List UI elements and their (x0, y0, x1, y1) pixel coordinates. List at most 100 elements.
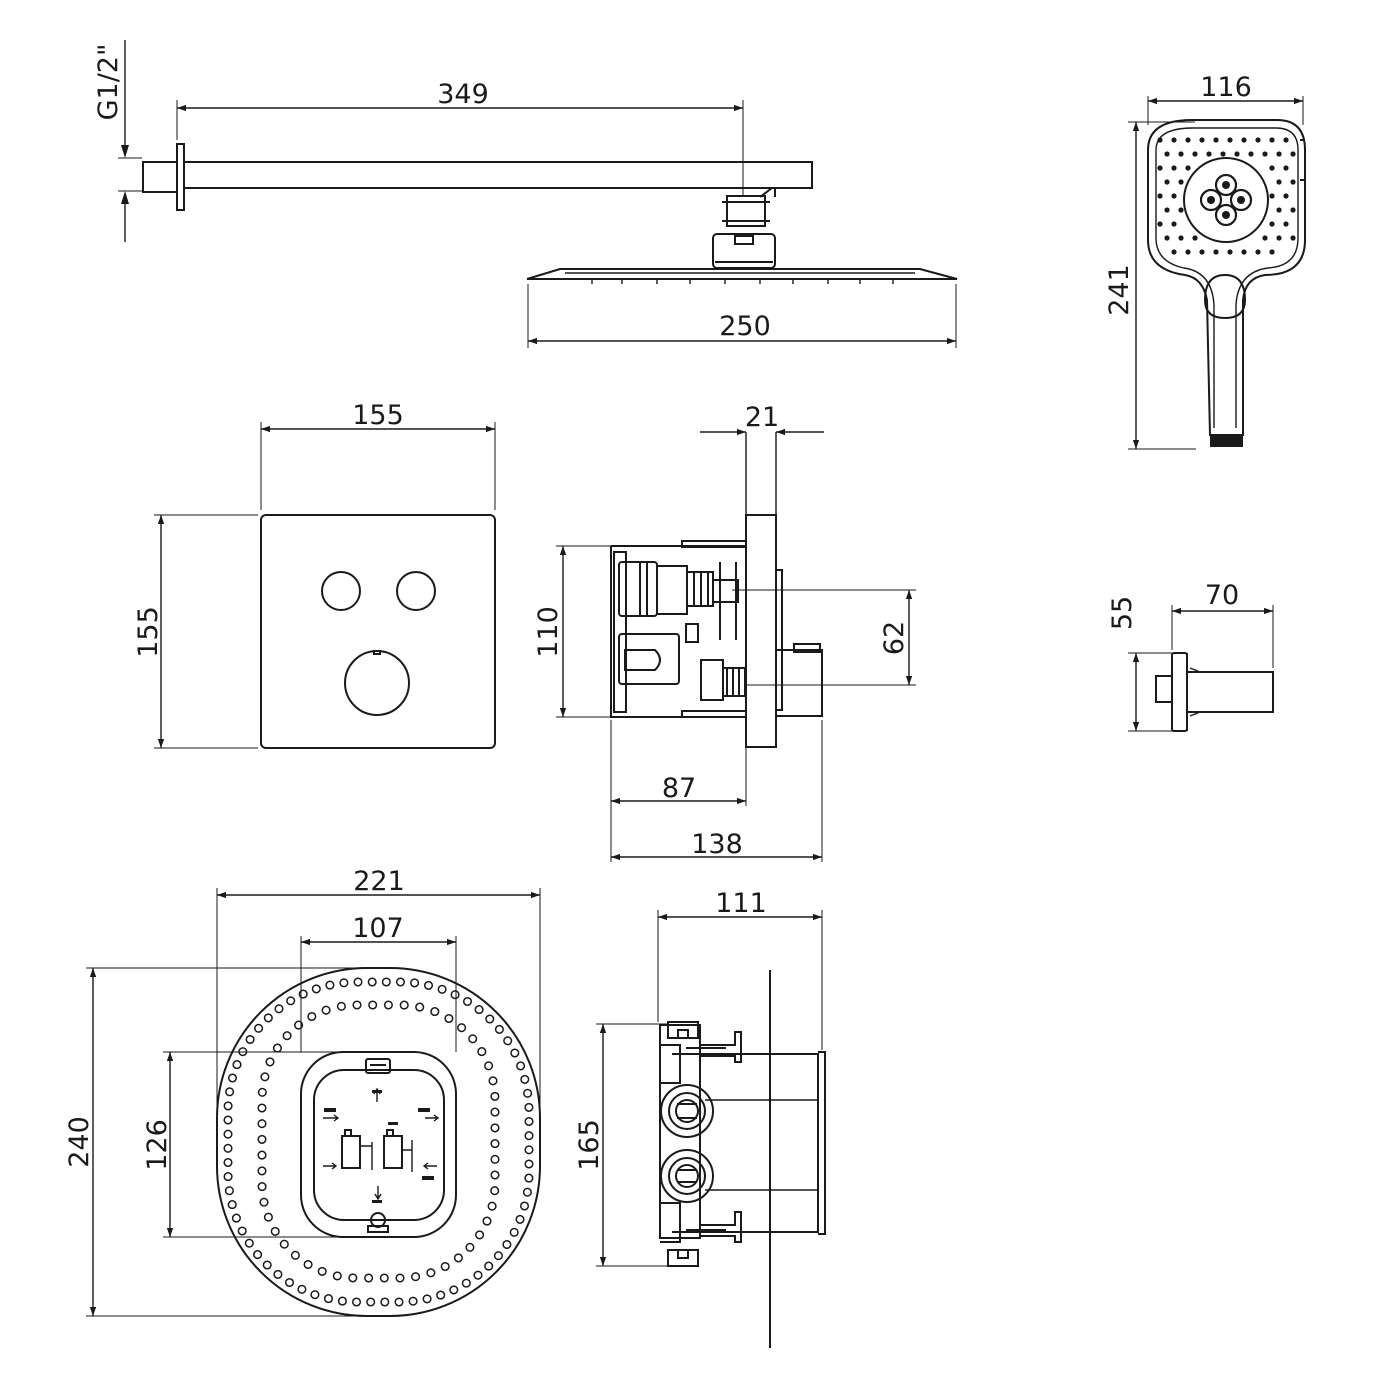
hand-center-jets (1183, 157, 1269, 243)
screw-hole (484, 1061, 494, 1071)
screw-hole (482, 1216, 492, 1226)
screw-hole (303, 1259, 313, 1270)
screw-hole (224, 1186, 234, 1196)
dim-holder-depth-label: 70 (1205, 580, 1239, 611)
nozzle-dot (1269, 165, 1275, 171)
screw-hole (244, 1238, 254, 1248)
screw-hole (274, 1004, 284, 1014)
dim-plate-width: 155 (260, 400, 496, 510)
nozzle-dot (1192, 151, 1198, 157)
nozzle-dot (1290, 151, 1296, 157)
screw-hole (227, 1200, 237, 1210)
screw-hole (437, 984, 447, 994)
screw-hole (339, 978, 349, 988)
nozzle-dot (1164, 207, 1170, 213)
screw-hole (351, 1297, 362, 1307)
screw-hole (503, 1036, 513, 1046)
screw-hole (307, 1011, 317, 1022)
nozzle-dot (1178, 235, 1184, 241)
screw-hole (524, 1145, 534, 1155)
screw-hole (411, 1272, 421, 1282)
dim-valve-height: 165 (574, 1023, 668, 1267)
screw-hole (490, 1123, 500, 1133)
dim-valve-height-label: 165 (574, 1119, 605, 1171)
shower-arm-view (142, 143, 958, 284)
screw-hole (381, 977, 391, 987)
nozzle-dot (1157, 165, 1163, 171)
dim-body-depth: 87 (610, 720, 823, 862)
nozzle-dot (1164, 179, 1170, 185)
screw-hole (449, 1285, 459, 1295)
nozzle-dot (1290, 235, 1296, 241)
nozzle-dot (1220, 151, 1226, 157)
screw-hole (444, 1013, 454, 1024)
holder-view (1155, 652, 1274, 732)
nozzle-dot (1171, 193, 1177, 199)
screw-hole (237, 1226, 247, 1236)
screw-hole (524, 1131, 534, 1141)
dim-arm-length: 349 (176, 79, 744, 195)
screw-hole (253, 1250, 263, 1260)
dim-hand-width: 116 (1147, 72, 1304, 125)
nozzle-dot (1269, 137, 1275, 143)
nozzle-dot (1248, 151, 1254, 157)
nozzle-dot (1171, 137, 1177, 143)
nozzle-dot (1171, 221, 1177, 227)
dim-plate-thickness: 21 (700, 402, 824, 436)
screw-hole (323, 1294, 334, 1304)
screw-hole (440, 1261, 450, 1272)
dim-plate-height-label: 155 (133, 606, 164, 658)
screw-hole (265, 1057, 275, 1067)
screw-hole (273, 1269, 283, 1279)
screw-hole (379, 1273, 389, 1283)
dim-flange-height-label: 240 (64, 1116, 95, 1168)
screw-hole (524, 1116, 534, 1127)
nozzle-dot (1276, 235, 1282, 241)
nozzle-dot (1213, 137, 1219, 143)
nozzle-dot (1255, 137, 1261, 143)
screw-hole (453, 1253, 463, 1263)
screw-hole (485, 1014, 495, 1024)
dim-box-height: 110 (533, 545, 611, 718)
dim-hand-length: 241 (1104, 121, 1196, 450)
flange-screw-holes (223, 977, 534, 1307)
screw-hole (524, 1173, 534, 1183)
screw-hole (336, 1001, 346, 1011)
nozzle-dot (1269, 249, 1275, 255)
dim-body-depth-label: 87 (662, 773, 696, 804)
nozzle-dot (1164, 235, 1170, 241)
dim-plate-thickness-label: 21 (745, 402, 779, 433)
nozzle-dot (1178, 151, 1184, 157)
nozzle-dot (1283, 221, 1289, 227)
nozzle-dot (1199, 249, 1205, 255)
dim-outlet-spacing-label: 62 (879, 621, 910, 655)
screw-hole (474, 1005, 484, 1015)
dim-outlet-spacing: 62 (732, 589, 916, 686)
rain-head-nozzles (591, 279, 894, 284)
nozzle-dot (1241, 137, 1247, 143)
screw-hole (394, 1297, 404, 1307)
screw-hole (487, 1201, 497, 1211)
screw-hole (282, 1031, 292, 1041)
screw-hole (410, 978, 420, 988)
screw-hole (522, 1187, 532, 1197)
nozzle-dot (1164, 151, 1170, 157)
screw-hole (484, 1261, 494, 1271)
screw-hole (263, 1212, 273, 1222)
nozzle-dot (1269, 221, 1275, 227)
nozzle-dot (1276, 207, 1282, 213)
screw-hole (227, 1073, 238, 1083)
screw-hole (519, 1201, 530, 1211)
nozzle-dot (1234, 151, 1240, 157)
screw-hole (353, 977, 363, 987)
dim-flange-width: 221 (216, 866, 541, 1140)
nozzle-dot (1171, 165, 1177, 171)
screw-hole (332, 1271, 342, 1281)
nozzle-dot (1157, 193, 1163, 199)
screw-hole (395, 1273, 405, 1283)
screw-hole (223, 1143, 233, 1153)
screw-hole (254, 1023, 264, 1033)
screw-hole (509, 1227, 519, 1237)
nozzle-dot (1276, 179, 1282, 185)
nozzle-dot (1283, 193, 1289, 199)
